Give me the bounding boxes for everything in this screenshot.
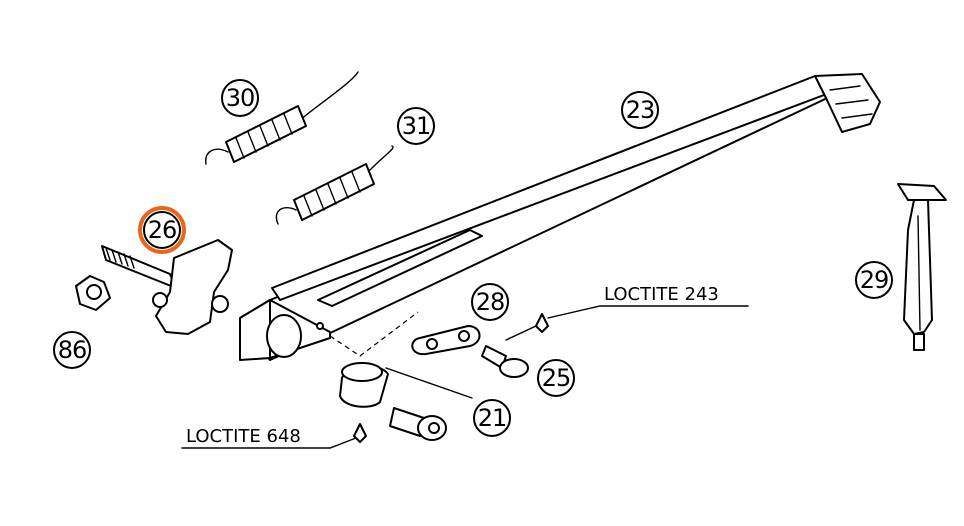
callout-label-25: 25	[542, 364, 571, 392]
callout-label-31: 31	[402, 112, 431, 140]
callout-label-26: 26	[148, 216, 177, 244]
side-stand-part-23	[239, 73, 881, 361]
callout-label-28: 28	[476, 288, 505, 316]
highlight-ring	[138, 206, 186, 254]
screw-part-25	[481, 313, 549, 378]
callout-31[interactable]: 31	[397, 107, 435, 145]
callout-label-86: 86	[58, 336, 87, 364]
note-loctite-648: LOCTITE 648	[186, 426, 301, 447]
spring-part-31	[275, 145, 394, 225]
nut-part-86	[75, 275, 111, 311]
callout-30[interactable]: 30	[221, 79, 259, 117]
callout-25[interactable]: 25	[537, 359, 575, 397]
sleeve-screw-part-21	[339, 362, 473, 443]
callout-label-21: 21	[478, 404, 507, 432]
spring-part-30	[205, 71, 359, 165]
callout-26[interactable]: 26	[138, 206, 186, 254]
callout-21[interactable]: 21	[473, 399, 511, 437]
callout-28[interactable]: 28	[471, 283, 509, 321]
callout-86[interactable]: 86	[53, 331, 91, 369]
link-part-28	[411, 325, 481, 356]
callout-label-30: 30	[226, 84, 255, 112]
callout-label-29: 29	[860, 266, 889, 294]
bracket-bolt-part-26	[101, 239, 233, 335]
callout-label-23: 23	[626, 96, 655, 124]
tool-part-29	[897, 183, 947, 351]
callout-23[interactable]: 23	[621, 91, 659, 129]
note-loctite-243: LOCTITE 243	[604, 284, 719, 305]
note-leaders	[181, 305, 749, 449]
callout-29[interactable]: 29	[855, 261, 893, 299]
